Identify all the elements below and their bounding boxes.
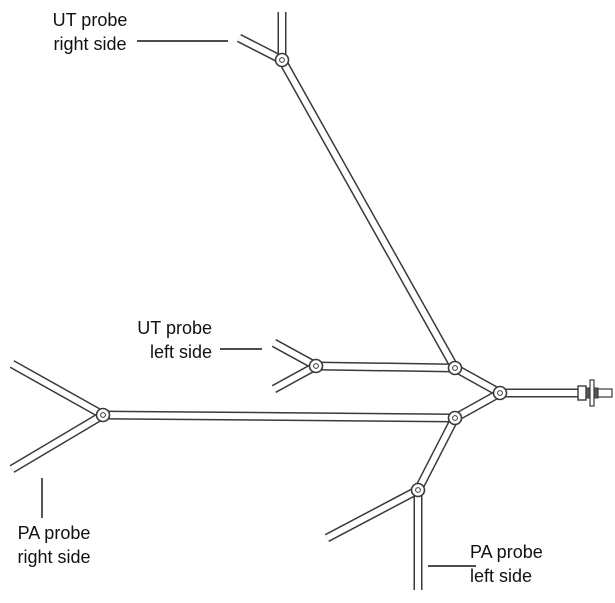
pa-left-tip-node bbox=[410, 482, 426, 498]
label-line: right side bbox=[17, 547, 91, 567]
connector-flange bbox=[589, 379, 595, 407]
connector-plug bbox=[597, 388, 613, 398]
label-ut-probe-left-side: UT probe left side bbox=[92, 316, 212, 364]
label-line: UT probe bbox=[137, 318, 212, 338]
connector-collar bbox=[577, 385, 587, 401]
pa-right-tip-node-center bbox=[100, 412, 106, 418]
cable-junctions bbox=[95, 52, 508, 498]
label-ut-probe-right-side: UT probe right side bbox=[30, 8, 150, 56]
label-pa-probe-right-side: PA probe right side bbox=[0, 521, 114, 569]
cable-tubes bbox=[9, 12, 582, 590]
cable-connector bbox=[577, 379, 613, 407]
label-leader-lines bbox=[41, 40, 476, 567]
label-line: left side bbox=[149, 342, 212, 362]
pa-right-tip-node bbox=[95, 407, 111, 423]
pa-left-tip-node-center bbox=[415, 487, 421, 493]
trunk-junction-node-center bbox=[497, 390, 503, 396]
ut-right-cable-fill bbox=[279, 58, 458, 370]
label-line: PA probe bbox=[17, 523, 91, 543]
trunk-to-ut-junction-fill bbox=[453, 365, 502, 396]
pa-junction-node bbox=[447, 410, 463, 426]
ut-junction-node bbox=[447, 360, 463, 376]
ut-junction-node-center bbox=[452, 365, 458, 371]
pa-left-tip-angled-fill bbox=[325, 487, 420, 541]
label-line: right side bbox=[53, 34, 127, 54]
ut-left-tip-node bbox=[308, 358, 324, 374]
ut-left-tip-upper-fill bbox=[272, 340, 318, 369]
pa-left-cable-fill bbox=[415, 416, 458, 492]
pa-right-cable-fill bbox=[102, 412, 456, 421]
pa-right-tip-lower-fill bbox=[10, 412, 105, 472]
label-pa-probe-left-side: PA probe left side bbox=[470, 540, 580, 588]
ut-left-cable-fill bbox=[315, 363, 456, 371]
label-line: left side bbox=[470, 566, 533, 586]
ut-right-tip-node-center bbox=[279, 57, 285, 63]
ut-left-tip-node-center bbox=[313, 363, 319, 369]
pa-junction-node-center bbox=[452, 415, 458, 421]
ut-right-tip-node bbox=[274, 52, 290, 68]
ut-right-tip-angled-fill bbox=[237, 35, 284, 63]
trunk-to-pa-junction-fill bbox=[453, 390, 502, 421]
trunk-junction-node bbox=[492, 385, 508, 401]
label-line: UT probe bbox=[52, 10, 128, 30]
ut-left-tip-lower-fill bbox=[272, 363, 318, 392]
pa-right-tip-upper-fill bbox=[10, 361, 105, 418]
label-line: PA probe bbox=[470, 542, 543, 562]
